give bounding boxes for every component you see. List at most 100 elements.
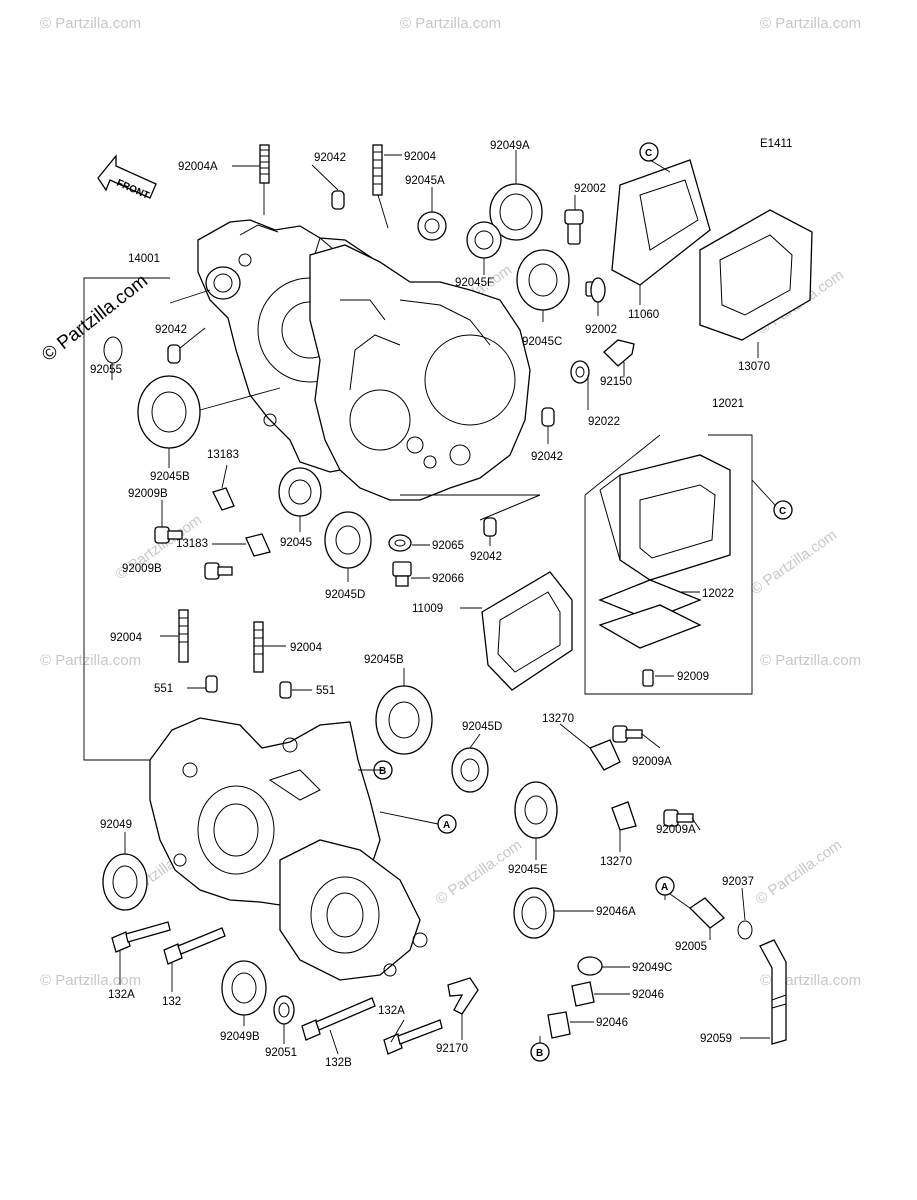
washer-92065	[388, 534, 412, 552]
label-92046-b: 92046	[596, 1017, 628, 1029]
bearing-92045A	[417, 211, 447, 241]
oil-seal-92049B	[221, 960, 267, 1016]
label-92045: 92045	[280, 537, 312, 549]
label-92045C: 92045C	[522, 336, 562, 348]
collar-92046-b	[547, 1011, 571, 1039]
hose-92059	[759, 939, 787, 1045]
svg-text:A: A	[443, 820, 450, 831]
leader-lines	[111, 150, 776, 1055]
fitting-92005	[688, 897, 725, 929]
collar-92049C	[577, 956, 603, 976]
assembly-frame	[83, 277, 753, 761]
label-92005: 92005	[675, 941, 707, 953]
label-132A-a: 132A	[108, 989, 135, 1001]
label-92009A-b: 92009A	[656, 824, 696, 836]
label-92004-left: 92004	[110, 632, 143, 644]
bolt-132A-b	[383, 1019, 443, 1055]
plate-13270-a	[589, 739, 621, 771]
label-92046A: 92046A	[596, 906, 636, 918]
plate-13183-b	[245, 533, 271, 557]
gasket-11009	[481, 571, 573, 691]
label-13270-b: 13270	[600, 856, 632, 868]
collar-92046-a	[571, 981, 595, 1007]
label-92002-b: 92002	[585, 324, 617, 336]
figure-code: E1411	[760, 138, 792, 150]
svg-text:B: B	[379, 766, 386, 777]
label-132A-b: 132A	[378, 1005, 405, 1017]
gasket-11060	[611, 159, 711, 286]
bolt-92002-b	[585, 277, 606, 303]
bolt-92009A-b	[663, 809, 694, 827]
bolt-132	[163, 927, 226, 965]
label-92170: 92170	[436, 1043, 468, 1055]
label-92009A-a: 92009A	[632, 756, 672, 768]
label-92045B-low: 92045B	[364, 654, 404, 666]
label-92045A: 92045A	[405, 175, 445, 187]
label-92045F: 92045F	[455, 277, 494, 289]
label-92045D-top: 92045D	[325, 589, 365, 601]
label-92150: 92150	[600, 376, 632, 388]
label-92037: 92037	[722, 876, 754, 888]
label-14001: 14001	[128, 253, 160, 265]
label-92004-top: 92004	[404, 151, 437, 163]
label-13070: 13070	[738, 361, 770, 373]
bolt-92009A-a	[612, 725, 643, 743]
dowel-92042-low	[483, 517, 497, 537]
oring-92055	[103, 336, 123, 364]
bolt-92002-a	[564, 209, 584, 245]
clamp-92170	[447, 977, 479, 1015]
reed-valve-12021	[599, 454, 731, 581]
bearing-92045B-low	[375, 685, 433, 755]
label-92009: 92009	[677, 671, 709, 683]
dowel-92042-top	[331, 190, 345, 210]
dowel-551-b	[279, 681, 292, 699]
svg-text:C: C	[779, 506, 786, 517]
bearing-92045E	[514, 781, 558, 839]
label-92051: 92051	[265, 1047, 297, 1059]
part-labels: 92004A 92042 92004 92049A 92045A 92002 1…	[90, 140, 770, 1069]
plug-92066	[392, 561, 412, 587]
lower-crankcase	[149, 717, 428, 981]
label-92055: 92055	[90, 364, 122, 376]
watermark-text: © Partzilla.com	[760, 652, 861, 669]
label-132B: 132B	[325, 1057, 352, 1069]
bearing-92045B-top	[137, 375, 201, 449]
label-92045D-low: 92045D	[462, 721, 502, 733]
watermark-text: © Partzilla.com	[40, 15, 141, 32]
label-92065: 92065	[432, 540, 464, 552]
stud-92004A	[259, 144, 270, 215]
callout-c-top: C	[639, 142, 659, 162]
label-92049A: 92049A	[490, 140, 530, 152]
partzilla-watermark-main: © Partzilla.com	[38, 271, 152, 366]
callout-a-right: A	[655, 876, 675, 896]
bolt-92009	[642, 669, 654, 687]
oil-seal-92049A	[489, 183, 543, 241]
bearing-92045	[278, 467, 322, 517]
label-92049: 92049	[100, 819, 132, 831]
bolt-132A-a	[111, 921, 171, 953]
label-92049C: 92049C	[632, 962, 672, 974]
right-crankcase-half	[309, 244, 541, 521]
label-11009: 11009	[412, 603, 443, 615]
watermark-text: © Partzilla.com	[40, 972, 141, 989]
svg-text:A: A	[661, 882, 668, 893]
watermark-text: © Partzilla.com	[753, 836, 846, 908]
label-11060: 11060	[628, 309, 659, 321]
label-92022: 92022	[588, 416, 620, 428]
label-92045E: 92045E	[508, 864, 548, 876]
watermark-text: © Partzilla.com	[760, 15, 861, 32]
dowel-551-a	[205, 675, 218, 693]
callout-a-case: A	[437, 814, 457, 834]
label-92046-a: 92046	[632, 989, 664, 1001]
watermark-text: © Partzilla.com	[400, 15, 501, 32]
label-92059: 92059	[700, 1033, 732, 1045]
watermark-text: © Partzilla.com	[40, 652, 141, 669]
dowel-92042-left	[167, 344, 181, 364]
oil-seal-92046A	[513, 887, 555, 939]
label-92042-left: 92042	[155, 324, 187, 336]
bolt-132B	[301, 997, 376, 1041]
plate-13183-a	[212, 487, 235, 511]
bolt-92009B-b	[204, 562, 233, 580]
label-551-b: 551	[316, 685, 335, 697]
